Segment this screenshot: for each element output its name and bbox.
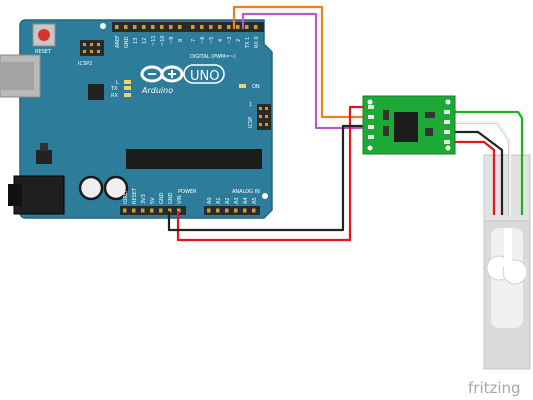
pin-label: A3 — [234, 197, 240, 204]
led-tx — [124, 86, 131, 90]
hx711-right-pins — [444, 110, 450, 144]
hx711-hole — [367, 99, 373, 105]
icsp2-header — [80, 40, 104, 56]
wire-purple — [241, 12, 372, 130]
pin-label: ~6 — [200, 37, 206, 44]
reset-button — [38, 29, 50, 41]
pin-label: ~11 — [151, 35, 157, 46]
digital-pin-labels: AREF GND 13 12 ~11 ~10 ~9 8 7 ~6 ~5 4 ~3… — [115, 35, 260, 49]
pin-label: 8 — [178, 39, 184, 42]
pin-label: A1 — [216, 197, 222, 204]
capacitor — [103, 175, 129, 201]
led-rx-label: RX — [111, 93, 118, 99]
digital-label: DIGITAL (PWM=~) — [190, 54, 236, 60]
usb-chip — [88, 84, 104, 100]
power-pin-labels: IOREF RESET 3V3 5V GND GND VIN — [123, 187, 183, 204]
digital-header-pins — [115, 25, 258, 29]
led-l-label: L — [116, 80, 119, 86]
pin-label: A0 — [207, 197, 213, 204]
board-brand: Arduino — [141, 86, 173, 95]
hx711-left-pins — [368, 105, 374, 139]
pin-label: 5V — [150, 197, 156, 204]
pin-label: 3V3 — [141, 194, 147, 204]
regulator-tab — [40, 143, 48, 151]
wire-black-load — [450, 130, 504, 215]
wire-white-outline — [450, 123, 509, 215]
pin-label: TX 1 — [245, 37, 251, 49]
pin-label: GND — [168, 192, 174, 204]
pin-label: A4 — [243, 197, 249, 204]
hx711-chip — [394, 112, 418, 142]
hx711-hole — [445, 145, 451, 151]
icsp-label: ICSP — [248, 117, 254, 128]
power-jack — [13, 175, 65, 215]
capacitor — [78, 175, 104, 201]
pin-label: IOREF — [123, 189, 129, 204]
power-label: POWER — [178, 189, 197, 195]
wire-white-load — [450, 120, 512, 215]
pin-label: RESET — [132, 187, 138, 204]
digital-header — [112, 22, 264, 32]
pin-label: ~9 — [169, 37, 175, 44]
analog-header — [204, 206, 260, 215]
pin-label: AREF — [115, 35, 121, 48]
wire-green-load — [450, 110, 524, 215]
mounting-hole — [262, 193, 268, 199]
analog-label: ANALOG IN — [232, 189, 260, 195]
led-tx-label: TX — [110, 86, 118, 92]
voltage-regulator — [36, 150, 52, 164]
hx711-hole — [445, 99, 451, 105]
pin-label: 2 — [236, 39, 242, 42]
led-rx — [124, 93, 131, 97]
hx711-hole — [367, 145, 373, 151]
icsp2-pins — [83, 43, 100, 53]
pin-label: 13 — [133, 38, 139, 44]
reset-label: RESET — [35, 49, 52, 55]
pin-label: 7 — [191, 39, 197, 42]
hx711-component — [383, 110, 389, 120]
hx711-component — [425, 128, 433, 136]
power-header-pins — [123, 208, 181, 213]
pin-label: 4 — [218, 39, 224, 42]
on-label: ON — [252, 84, 260, 90]
icsp-pins — [259, 107, 268, 126]
analog-header-pins — [207, 208, 256, 213]
hx711-component — [383, 126, 389, 136]
icsp-pin-one: 1 — [249, 102, 252, 108]
microcontroller-chip — [126, 149, 262, 169]
load-cell-gauge — [504, 228, 512, 268]
pin-label: VIN — [177, 195, 183, 204]
usb-connector-inner — [0, 62, 34, 90]
pin-label: ~5 — [209, 37, 215, 44]
mounting-hole — [100, 23, 106, 29]
wire-orange — [232, 5, 372, 119]
pin-label: GND — [159, 192, 165, 204]
arduino-uno-board: RESET ICSP2 AREF GND 13 12 ~11 ~10 ~9 8 — [0, 19, 273, 219]
pin-label: 12 — [142, 38, 148, 44]
wire-red-load — [450, 140, 496, 215]
wires — [167, 5, 524, 242]
icsp2-label: ICSP2 — [78, 61, 92, 67]
led-on — [239, 84, 246, 88]
power-jack-inner — [8, 184, 22, 206]
wire-black-gnd — [167, 124, 372, 232]
pin-label: A2 — [225, 197, 231, 204]
hx711-component — [425, 112, 435, 118]
hx711-module — [362, 95, 456, 155]
board-name: UNO — [190, 69, 219, 84]
pin-label: GND — [124, 36, 130, 48]
analog-pin-labels: A0 A1 A2 A3 A4 A5 — [207, 197, 258, 204]
pin-label: RX 0 — [254, 36, 260, 48]
arduino-logo — [140, 64, 225, 84]
pin-label: ~10 — [160, 35, 166, 46]
pin-label: A5 — [252, 197, 258, 204]
pin-label: ~3 — [227, 37, 233, 44]
led-l — [124, 80, 131, 84]
fritzing-brand: fritzing — [468, 379, 521, 397]
